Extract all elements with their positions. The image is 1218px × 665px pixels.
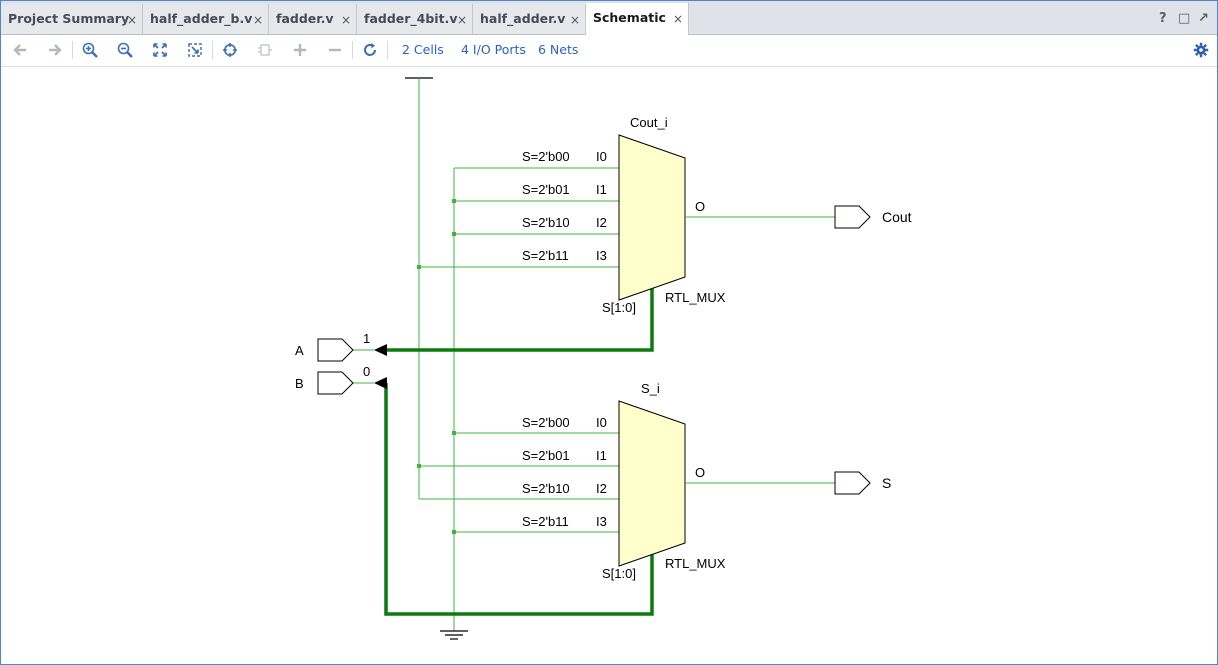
input-port-B[interactable]: B 0 [295,364,370,395]
select-condition: S=2'b01 [522,182,570,197]
pin-label: I1 [596,182,607,197]
collapse-icon[interactable] [253,39,277,61]
tab-half-adder-b[interactable]: half_adder_b.v × [143,4,269,34]
tab-label: Project Summary [8,11,130,26]
zoom-fit-icon[interactable] [148,39,172,61]
refresh-icon[interactable] [358,39,382,61]
zoom-in-icon[interactable] [78,39,102,61]
pin-label: I1 [596,448,607,463]
close-icon[interactable]: × [340,13,351,27]
bus-bit-label: 1 [363,331,370,346]
cells-link[interactable]: 2 Cells [402,42,444,57]
tab-schematic[interactable]: Schematic × [586,3,689,35]
pin-label: I0 [596,149,607,164]
select-target-icon[interactable] [218,39,242,61]
instance-name: S_i [641,381,660,396]
add-icon[interactable] [288,39,312,61]
mux-cout-i[interactable]: Cout_i S=2'b00 I0 S=2'b01 I1 S=2'b10 I2 … [522,115,835,315]
close-icon[interactable]: × [126,13,137,27]
schematic-canvas[interactable]: A 1 B 0 Cout_i S=2'b00 I0 S=2'b01 I1 S=2… [1,67,1217,664]
gear-icon[interactable] [1189,39,1213,61]
nets-link[interactable]: 6 Nets [538,42,579,57]
tab-label: Schematic [593,10,666,25]
tab-label: fadder_4bit.v [364,11,458,26]
pin-label: I2 [596,215,607,230]
forward-icon[interactable] [43,39,67,61]
tab-label: half_adder_b.v [150,11,253,26]
select-condition: S=2'b00 [522,415,570,430]
vcc-symbol [405,77,619,500]
pin-label: I0 [596,415,607,430]
zoom-out-icon[interactable] [113,39,137,61]
output-port-s[interactable]: S [834,471,891,495]
toolbar-separator [387,41,388,59]
restore-icon[interactable]: □ [1178,11,1191,26]
cell-type: RTL_MUX [665,290,726,305]
port-label: S [882,475,891,491]
pin-label: I3 [596,514,607,529]
auto-fit-icon[interactable] [183,39,207,61]
toolbar-separator [352,41,353,59]
select-condition: S=2'b11 [522,514,569,529]
close-icon[interactable]: × [252,13,263,27]
close-icon[interactable]: × [672,12,683,26]
select-condition: S=2'b11 [522,248,569,263]
gnd-symbol [440,167,619,640]
select-pin-label: S[1:0] [602,566,636,581]
toolbar-separator [72,41,73,59]
select-condition: S=2'b10 [522,481,570,496]
select-bus[interactable] [352,288,654,616]
remove-icon[interactable] [323,39,347,61]
io-ports-link[interactable]: 4 I/O Ports [461,42,526,57]
select-condition: S=2'b10 [522,215,570,230]
tab-label: fadder.v [276,11,334,26]
instance-name: Cout_i [630,115,668,130]
float-icon[interactable]: ↗ [1198,11,1209,26]
back-icon[interactable] [8,39,32,61]
select-condition: S=2'b01 [522,448,570,463]
tab-half-adder[interactable]: half_adder.v × [473,4,586,34]
toolbar-separator [212,41,213,59]
cell-type: RTL_MUX [665,556,726,571]
tab-fadder-4bit[interactable]: fadder_4bit.v × [357,4,473,34]
port-label: B [295,376,304,391]
tab-fadder[interactable]: fadder.v × [269,4,357,34]
tab-bar: Project Summary × half_adder_b.v × fadde… [1,1,1217,35]
schematic-toolbar: 2 Cells 4 I/O Ports 6 Nets [1,35,1217,67]
input-port-A[interactable]: A 1 [295,331,370,362]
tab-label: half_adder.v [480,11,566,26]
pin-label: I2 [596,481,607,496]
close-icon[interactable]: × [456,13,467,27]
mux-s-i[interactable]: S_i S=2'b00 I0 S=2'b01 I1 S=2'b10 I2 S=2… [522,381,835,581]
output-pin-label: O [695,465,705,480]
output-port-cout[interactable]: Cout [834,205,912,229]
port-label: Cout [882,209,912,225]
select-pin-label: S[1:0] [602,300,636,315]
bus-bit-label: 0 [363,364,370,379]
tab-project-summary[interactable]: Project Summary × [1,4,143,34]
port-label: A [295,343,304,358]
pin-label: I3 [596,248,607,263]
close-icon[interactable]: × [569,13,580,27]
output-pin-label: O [695,199,705,214]
help-icon[interactable]: ? [1159,11,1167,26]
select-condition: S=2'b00 [522,149,570,164]
